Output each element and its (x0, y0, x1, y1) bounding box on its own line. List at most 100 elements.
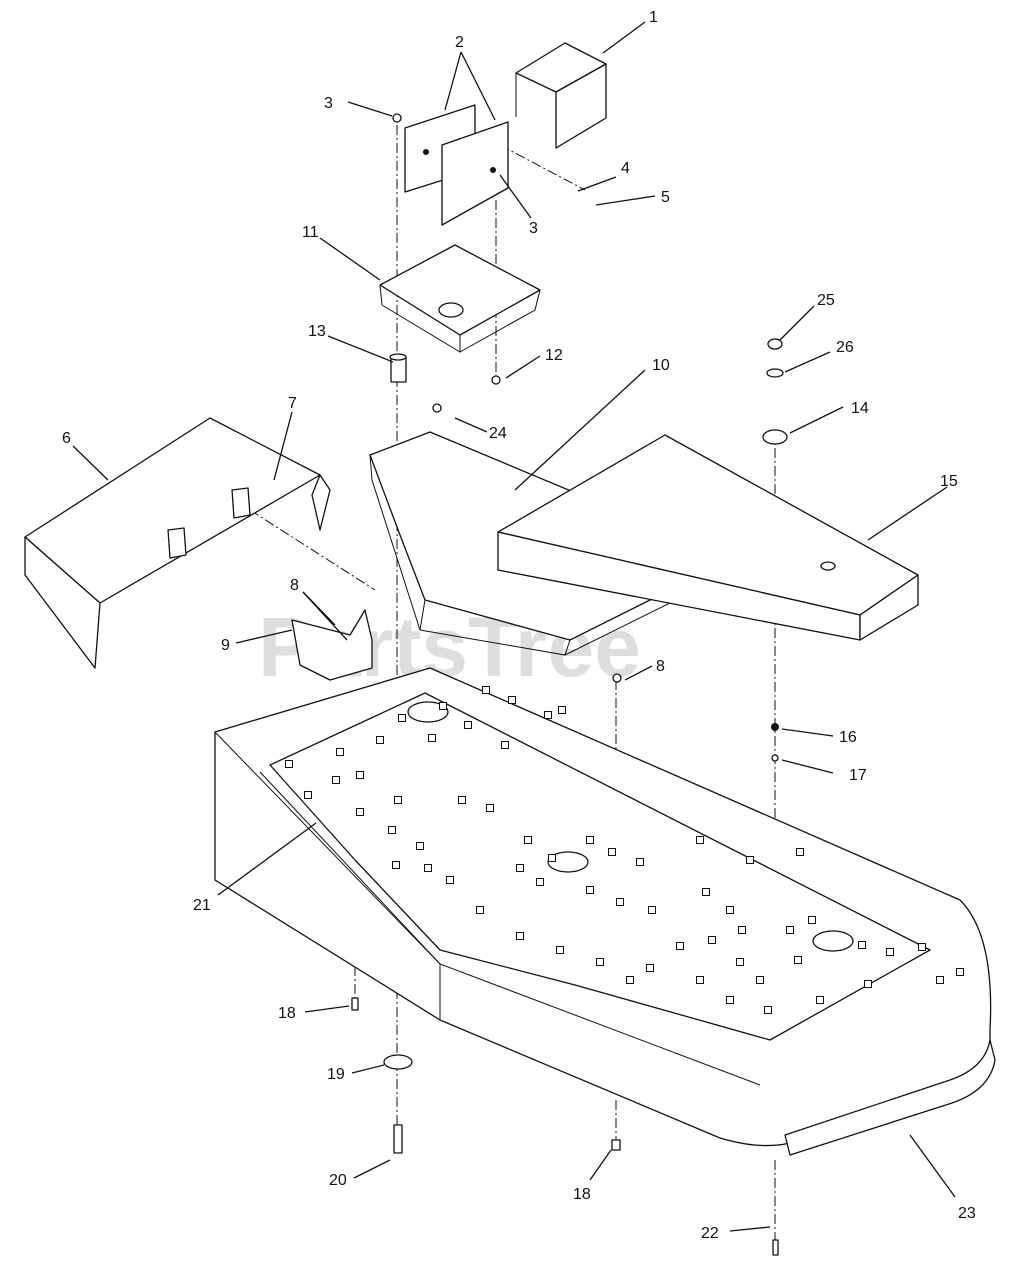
callout-1: 1 (649, 9, 658, 26)
callout-17: 17 (849, 767, 867, 784)
deck-mounting-hole (458, 796, 466, 804)
deck-mounting-hole (439, 702, 447, 710)
callout-7: 7 (288, 395, 297, 412)
deck-mounting-hole (616, 898, 624, 906)
deck-mounting-hole (858, 941, 866, 949)
deck-mounting-hole (886, 948, 894, 956)
callout-8a: 8 (290, 577, 299, 594)
deck-mounting-hole (544, 711, 552, 719)
deck-mounting-hole (424, 864, 432, 872)
deck-mounting-hole (626, 976, 634, 984)
deck-mounting-hole (586, 886, 594, 894)
deck-mounting-hole (918, 943, 926, 951)
deck-mounting-hole (738, 926, 746, 934)
callout-26: 26 (836, 339, 854, 356)
callout-23: 23 (958, 1205, 976, 1222)
shield-brackets (167, 487, 251, 559)
deck-mounting-hole (482, 686, 490, 694)
deck-mounting-hole (936, 976, 944, 984)
callout-15: 15 (940, 473, 958, 490)
deck-mounting-hole (392, 861, 400, 869)
deck-mounting-hole (696, 836, 704, 844)
callout-8b: 8 (656, 658, 665, 675)
deck-mounting-hole (648, 906, 656, 914)
deck-mounting-hole (501, 741, 509, 749)
callout-2: 2 (455, 34, 464, 51)
callout-19: 19 (327, 1066, 345, 1083)
spacer-13 (389, 353, 407, 383)
callout-18b: 18 (573, 1186, 591, 1203)
callout-18a: 18 (278, 1005, 296, 1022)
deck-mounting-hole (746, 856, 754, 864)
deck-mounting-hole (558, 706, 566, 714)
deck-mounting-hole (304, 791, 312, 799)
deck-mounting-hole (376, 736, 384, 744)
callout-6: 6 (62, 430, 71, 447)
leader-lines (72, 21, 956, 1232)
deck-mounting-hole (398, 714, 406, 722)
deck-mounting-hole (708, 936, 716, 944)
deck-mounting-hole (676, 942, 684, 950)
deck-mounting-hole (608, 848, 616, 856)
callout-22: 22 (701, 1225, 719, 1242)
callout-24: 24 (489, 425, 507, 442)
deck-mounting-hole (864, 980, 872, 988)
deck-mounting-hole (816, 996, 824, 1004)
callout-16: 16 (839, 729, 857, 746)
callout-11: 11 (302, 224, 319, 241)
deck-mounting-hole (446, 876, 454, 884)
callout-20: 20 (329, 1172, 347, 1189)
deck-mounting-hole (794, 956, 802, 964)
deck-mounting-hole (356, 771, 364, 779)
bracket-1 (515, 42, 607, 149)
deck-mounting-hole (486, 804, 494, 812)
deck-mounting-hole (548, 854, 556, 862)
right-cover (497, 434, 919, 641)
deck-mounting-hole (808, 916, 816, 924)
callout-14: 14 (851, 400, 869, 417)
deck-mounting-hole (516, 864, 524, 872)
callout-9: 9 (221, 637, 230, 654)
deck-mounting-hole (646, 964, 654, 972)
callout-12: 12 (545, 347, 563, 364)
deck-mounting-hole (356, 808, 364, 816)
deck-mounting-hole (332, 776, 340, 784)
callout-4: 4 (621, 160, 630, 177)
callout-3a: 3 (324, 95, 333, 112)
deck-mounting-hole (428, 734, 436, 742)
deck-housing (214, 667, 992, 1147)
deck-mounting-hole (476, 906, 484, 914)
deck-mounting-hole (464, 721, 472, 729)
deck-mounting-hole (796, 848, 804, 856)
mount-plate-11 (379, 244, 541, 353)
deck-mounting-hole (702, 888, 710, 896)
callout-25: 25 (817, 292, 835, 309)
deck-mounting-hole (956, 968, 964, 976)
callout-21: 21 (193, 897, 211, 914)
deck-mounting-hole (508, 696, 516, 704)
left-hardware (351, 113, 779, 1256)
deck-mounting-hole (394, 796, 402, 804)
left-shield (24, 417, 331, 669)
deck-mounting-hole (726, 996, 734, 1004)
deck-mounting-hole (336, 748, 344, 756)
deck-bumper (784, 1039, 996, 1156)
deck-mounting-hole (524, 836, 532, 844)
deck-mounting-hole (726, 906, 734, 914)
deck-mounting-hole (636, 858, 644, 866)
deck-mounting-hole (285, 760, 293, 768)
callout-5: 5 (661, 189, 670, 206)
bracket-9 (291, 609, 373, 681)
callout-10: 10 (652, 357, 670, 374)
deck-mounting-hole (416, 842, 424, 850)
deck-mounting-hole (764, 1006, 772, 1014)
deck-mounting-hole (756, 976, 764, 984)
deck-mounting-hole (736, 958, 744, 966)
deck-mounting-hole (786, 926, 794, 934)
deck-mounting-hole (596, 958, 604, 966)
plates-2 (404, 104, 509, 226)
right-stack (762, 338, 788, 762)
callout-labels: 1 2 3 3 4 5 6 7 8 8 9 10 11 12 13 14 15 … (62, 9, 976, 1242)
callout-3b: 3 (529, 220, 538, 237)
